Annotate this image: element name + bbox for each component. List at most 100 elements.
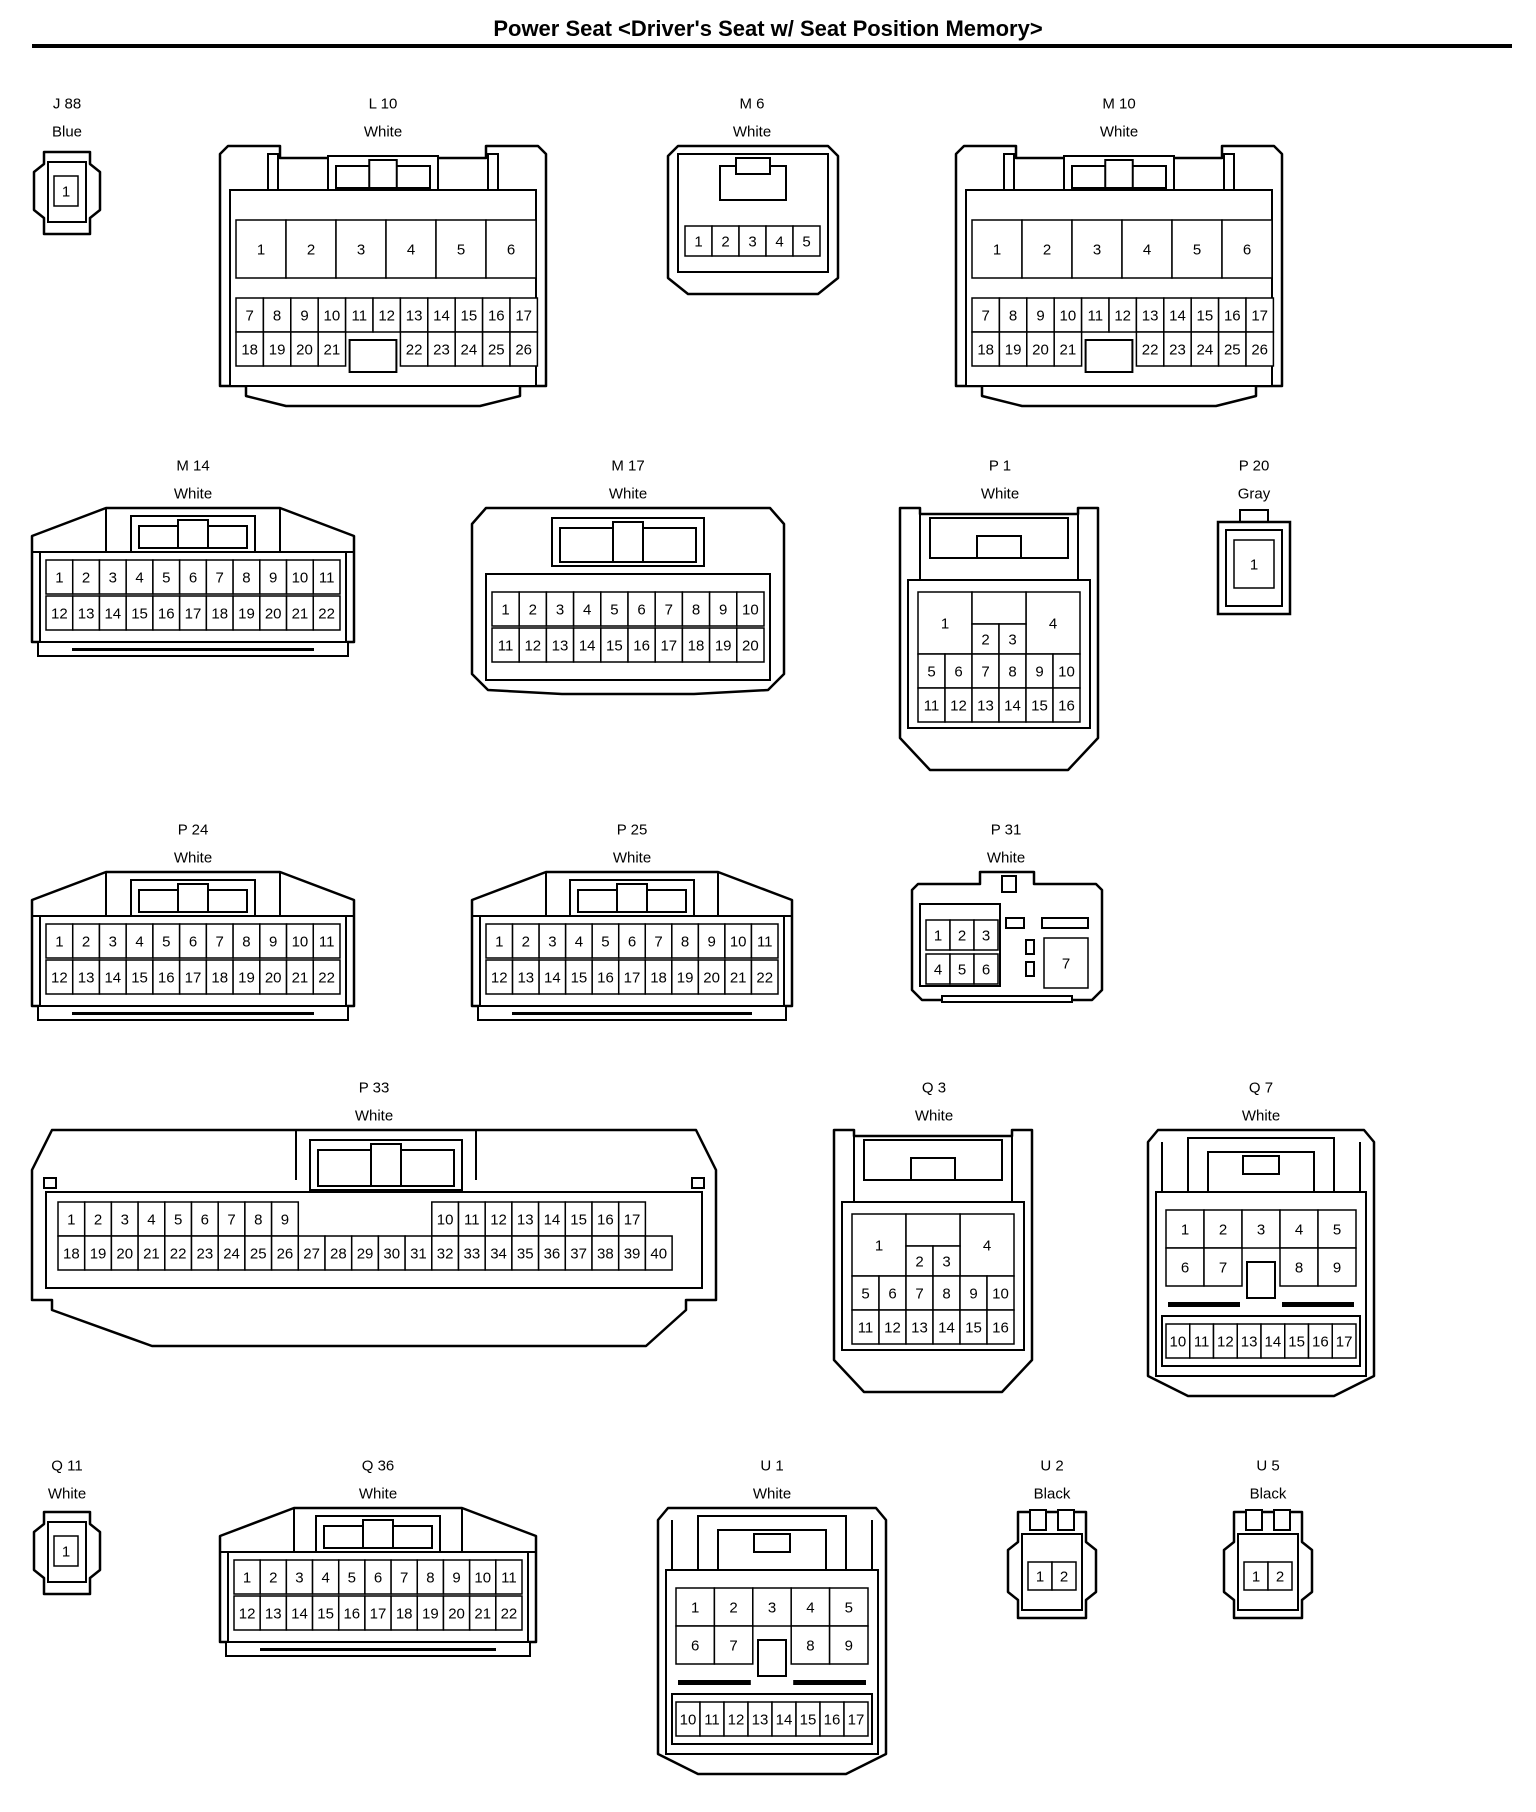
connector-id: P 31: [991, 822, 1022, 839]
connector-id: J 88: [53, 96, 81, 113]
pin-label: 10: [742, 602, 759, 619]
pin-label: 1: [694, 234, 702, 251]
pin-cell: [205, 959, 234, 995]
side-rib: [1223, 153, 1235, 191]
pin-label: 9: [969, 1286, 977, 1303]
pin-cell: [427, 331, 456, 367]
pin-cell: [675, 1587, 716, 1627]
pin-cell: [1245, 297, 1275, 333]
pin-cell: [828, 1625, 869, 1665]
pin-label: 19: [1005, 342, 1022, 359]
pin-label: 2: [269, 1570, 277, 1587]
pin-label: 38: [597, 1246, 614, 1263]
pin-label: 4: [806, 1600, 814, 1617]
housing-rib: [793, 1680, 866, 1685]
pin-label: 14: [433, 308, 450, 325]
pin-cell: [297, 1235, 326, 1271]
pin-cell: [644, 923, 673, 959]
connector-color: Black: [1250, 1486, 1287, 1503]
pin-label: 1: [62, 184, 70, 201]
pin-cell: [564, 1201, 593, 1237]
latch-tab: [910, 1157, 956, 1181]
pin-cell: [752, 1587, 792, 1627]
connector-id: Q 7: [1249, 1080, 1273, 1097]
latch-tab: [1104, 159, 1134, 189]
pin-cell: [509, 331, 539, 367]
pin-cell: [385, 219, 437, 279]
pin-cell: [1171, 219, 1223, 279]
pin-cell: [675, 1625, 716, 1665]
pin-label: 19: [269, 342, 286, 359]
pin-label: 34: [490, 1246, 507, 1263]
side-rib: [43, 1177, 57, 1189]
pin-label: 3: [982, 928, 990, 945]
base-rail: [941, 995, 1073, 1003]
pin-cell: [1121, 219, 1173, 279]
pin-label: 3: [942, 1254, 950, 1271]
connector-color: White: [355, 1108, 393, 1125]
pin-label: 4: [321, 1570, 329, 1587]
pin-cell: [905, 1245, 934, 1277]
latch-tab: [1242, 1155, 1280, 1175]
pin-label: 1: [1036, 1569, 1044, 1586]
pin-cell: [205, 595, 234, 631]
pin-label: 13: [1142, 308, 1159, 325]
pin-label: 3: [295, 1570, 303, 1587]
pin-label: 8: [692, 602, 700, 619]
connector-color: White: [981, 486, 1019, 503]
pin-cell: [1217, 331, 1247, 367]
pin-label: 1: [257, 242, 265, 259]
pin-label: 11: [464, 1212, 480, 1229]
pin-label: 14: [544, 970, 561, 987]
pin-label: 15: [317, 1606, 334, 1623]
pin-cell: [998, 653, 1027, 689]
pin-label: 24: [1197, 342, 1214, 359]
pin-label: 16: [1224, 308, 1241, 325]
pin-label: 8: [242, 934, 250, 951]
pin-label: 37: [570, 1246, 587, 1263]
pin-cell: [572, 591, 602, 627]
pin-label: 11: [704, 1712, 720, 1729]
pin-label: 14: [104, 970, 121, 987]
pin-label: 1: [993, 242, 1001, 259]
pin-label: 22: [318, 606, 335, 623]
connector-color: Gray: [1238, 486, 1271, 503]
pin-label: 18: [396, 1606, 413, 1623]
pin-cell: [986, 1275, 1015, 1311]
pin-cell: [217, 1201, 246, 1237]
pin-label: 21: [1060, 342, 1077, 359]
pin-label: 12: [524, 638, 541, 655]
pin-label: 11: [498, 638, 514, 655]
pin-cell: [932, 1275, 961, 1311]
pin-label: 8: [1295, 1260, 1303, 1277]
pin-label: 12: [491, 970, 508, 987]
pin-label: 13: [911, 1320, 928, 1337]
pin-label: 16: [1312, 1334, 1329, 1351]
pin-label: 16: [633, 638, 650, 655]
side-rib: [1003, 153, 1015, 191]
pin-cell: [1203, 1247, 1243, 1287]
pin-cell: [312, 559, 341, 595]
pin-label: 4: [575, 934, 583, 951]
pin-cell: [851, 1213, 907, 1277]
pin-cell: [591, 923, 620, 959]
pin-cell: [1267, 1561, 1293, 1591]
pin-cell: [285, 595, 315, 631]
pin-cell: [1080, 297, 1110, 333]
pin-cell: [259, 1595, 288, 1631]
pin-label: 2: [958, 928, 966, 945]
pin-cell: [572, 627, 602, 663]
pin-cell: [750, 923, 779, 959]
pin-cell: [711, 225, 740, 257]
pin-cell: [819, 1701, 845, 1737]
pin-label: 21: [730, 970, 747, 987]
pin-cell: [545, 591, 575, 627]
pin-label: 22: [756, 970, 773, 987]
pin-cell: [591, 1235, 620, 1271]
pin-label: 11: [501, 1570, 517, 1587]
connector-color: White: [174, 486, 212, 503]
